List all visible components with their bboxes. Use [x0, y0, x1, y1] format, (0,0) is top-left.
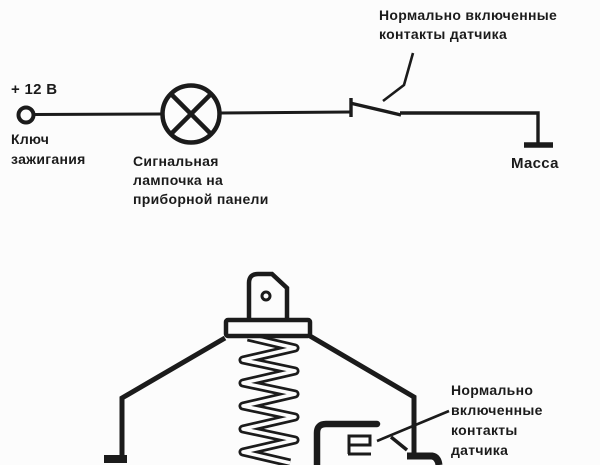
leader-line-top: [382, 52, 415, 103]
lamp-label-line3: приборной панели: [133, 191, 269, 207]
sensor-contacts-label-bottom-line3: контакты: [451, 422, 518, 438]
wire-supply-to-lamp: [33, 112, 164, 116]
sensor-housing-left-wall: [119, 335, 227, 458]
supply-terminal-icon: [16, 105, 36, 125]
lamp-label: Сигнальная лампочка на приборной панели: [133, 152, 269, 209]
sensor-base-right: [407, 452, 443, 465]
sensor-contacts-label-top-line2: контакты датчика: [379, 26, 508, 42]
sensor-contacts-label-top: Нормально включенные контакты датчика: [379, 6, 557, 44]
sensor-housing-right-wall: [308, 333, 417, 453]
sensor-contacts-label-bottom: Нормально включенные контакты датчика: [451, 380, 543, 460]
lamp-label-line1: Сигнальная: [133, 153, 219, 169]
sensor-contacts-label-bottom-line4: датчика: [451, 442, 509, 458]
sensor-contact-assembly: [313, 420, 381, 465]
sensor-contacts-label-bottom-line2: включенные: [451, 402, 543, 418]
normally-closed-contact-icon: [349, 98, 402, 117]
sensor-inner-edge: [389, 435, 409, 452]
supply-voltage-label: + 12 В: [11, 81, 58, 98]
wiring-diagram: [16, 52, 553, 148]
ignition-key-label: Ключ зажигания: [11, 129, 86, 169]
sensor-contacts-label-top-line1: Нормально включенные: [379, 7, 558, 23]
sensor-flange: [223, 317, 313, 339]
sensor-terminal: [246, 271, 290, 321]
ignition-key-label-line2: зажигания: [11, 151, 86, 167]
leader-line-bottom: [376, 409, 450, 443]
sensor-cross-section: [104, 271, 450, 465]
wire-switch-to-ground: [400, 111, 540, 143]
ground-label: Масса: [511, 155, 559, 172]
ignition-key-label-line1: Ключ: [11, 131, 50, 147]
sensor-contacts-label-bottom-line1: Нормально: [451, 382, 534, 398]
lamp-label-line2: лампочка на: [133, 172, 224, 188]
lamp-icon: [160, 83, 222, 145]
wire-lamp-to-switch: [219, 110, 351, 115]
coil-spring-icon: [238, 332, 300, 465]
